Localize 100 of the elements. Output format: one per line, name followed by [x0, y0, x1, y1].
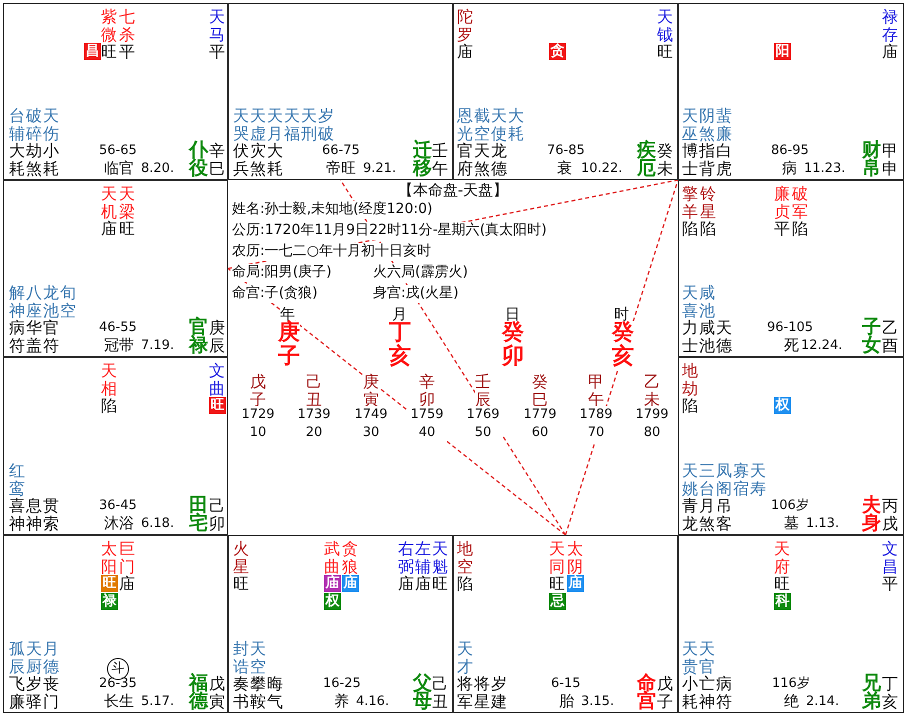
brightness-label: 平 [882, 575, 898, 592]
transform-tag: 科 [774, 592, 791, 610]
minor-star-name: 天寿 [750, 462, 766, 497]
star-name: 火星 [233, 540, 249, 575]
palace-name: 迁移 [413, 142, 432, 177]
star-name: 天梁 [119, 185, 135, 220]
transform-tag: 贪 [549, 43, 566, 60]
minor-star-name: 截空 [474, 107, 490, 142]
star-name: 地空 [457, 540, 473, 575]
minor-star-name: 天福 [284, 107, 300, 142]
age-range: 16-25 [323, 675, 361, 692]
star-name: 武曲 [324, 540, 340, 575]
star-name: 擎羊 [682, 185, 698, 220]
age-range: 86-95 [771, 142, 809, 160]
palace-name: 命宫 [637, 675, 656, 710]
palace-cell [678, 180, 904, 357]
transform-tag: 忌 [549, 592, 566, 610]
palace-cell [678, 357, 904, 535]
pillar-stem-branch: 庚子 [278, 321, 300, 369]
brightness-label: 庙 [101, 220, 117, 238]
age-label: 3.15. [581, 692, 614, 710]
transform-tag: 阳 [774, 43, 791, 60]
age-label: 5.17. [141, 692, 174, 710]
minor-star-name: 天贵 [682, 640, 698, 675]
star-name: 贪狼 [342, 540, 358, 575]
star-name: 太阳 [101, 540, 117, 575]
transform-tag: 庙 [324, 575, 341, 592]
star-name: 天同 [549, 540, 565, 575]
stage-label: 长生 [104, 692, 134, 710]
stage-label: 冠带 [104, 336, 134, 354]
stage-label: 病 [782, 160, 797, 177]
deity-star-name: 岁驿 [26, 675, 42, 710]
decade-stem-branch: 癸巳 [532, 373, 548, 408]
stem-branch: 乙酉 [882, 319, 898, 354]
stage-label: 养 [334, 692, 349, 710]
minor-star-name: 天喜 [682, 284, 698, 319]
brightness-label: 旺 [101, 43, 117, 60]
age-range: 66-75 [322, 142, 360, 160]
palace-cell [453, 3, 678, 180]
age-label: 7.19. [141, 336, 174, 354]
palace-cell [453, 535, 678, 713]
stem-branch: 甲申 [882, 142, 898, 177]
deity-star-name: 攀鞍 [250, 675, 266, 710]
stem-branch: 己卯 [209, 497, 225, 532]
deity-star-name: 吊客 [716, 497, 732, 532]
star-name: 右弼 [398, 540, 414, 575]
deity-star-name: 亡神 [699, 675, 715, 710]
deity-star-name: 奏书 [233, 675, 249, 710]
minor-star-name: 岁破 [318, 107, 334, 142]
star-name: 陀罗 [457, 8, 473, 43]
deity-star-name: 飞廉 [9, 675, 25, 710]
brightness-label: 庙 [457, 43, 473, 60]
deity-star-name: 将军 [457, 675, 473, 710]
stem-branch: 丁亥 [882, 675, 898, 710]
minor-star-name: 天厨 [26, 640, 42, 675]
minor-star-name: 封诰 [233, 640, 249, 675]
age-label: 8.20. [141, 160, 174, 177]
palace-name: 仆役 [189, 142, 208, 177]
stem-branch: 庚辰 [209, 319, 225, 354]
decade-stem-branch: 壬辰 [475, 373, 491, 408]
stage-label: 墓 [784, 514, 799, 532]
deity-star-name: 官府 [457, 142, 473, 177]
minor-star-name: 天刑 [301, 107, 317, 142]
star-name: 天钺 [657, 8, 673, 43]
transform-tag: 旺 [101, 575, 118, 592]
deity-star-name: 将星 [474, 675, 490, 710]
minor-star-name: 寡宿 [733, 462, 749, 497]
deity-star-name: 指背 [699, 142, 715, 177]
minor-star-name: 解神 [9, 284, 25, 319]
palace-name: 夫身 [862, 497, 881, 532]
star-name: 太阴 [567, 540, 583, 575]
brightness-label: 旺 [774, 575, 790, 592]
minor-star-name: 天空 [250, 640, 266, 675]
transform-tag: 权 [774, 397, 791, 414]
brightness-label: 旺 [233, 575, 249, 592]
pillar-label: 月 [392, 306, 407, 324]
age-label: 4.16. [356, 692, 390, 710]
age-range: 56-65 [99, 142, 137, 160]
age-label: 6.18. [141, 514, 174, 532]
star-name: 破军 [792, 185, 808, 220]
star-name: 铃星 [700, 185, 716, 220]
transform-tag: 昌 [84, 43, 101, 60]
deity-star-name: 灾煞 [250, 142, 266, 177]
minor-star-name: 三台 [699, 462, 715, 497]
transform-tag: 旺 [209, 397, 226, 414]
star-name: 地劫 [682, 362, 698, 397]
minor-star-name: 八座 [26, 284, 42, 319]
stem-branch: 壬午 [432, 142, 448, 177]
star-name: 禄存 [882, 8, 898, 43]
palace-cell [3, 3, 228, 180]
palace-cell [3, 357, 228, 535]
minor-star-name: 天虚 [250, 107, 266, 142]
brightness-label: 庙 [415, 575, 431, 592]
palace-name: 官禄 [189, 319, 208, 354]
decade-stem-branch: 乙未 [644, 373, 660, 408]
minor-star-name: 天伤 [43, 107, 59, 142]
brightness-label: 庙 [119, 575, 135, 592]
deity-star-name: 丧门 [43, 675, 59, 710]
minor-star-name: 台辅 [9, 107, 25, 142]
brightness-label: 陷 [792, 220, 808, 238]
